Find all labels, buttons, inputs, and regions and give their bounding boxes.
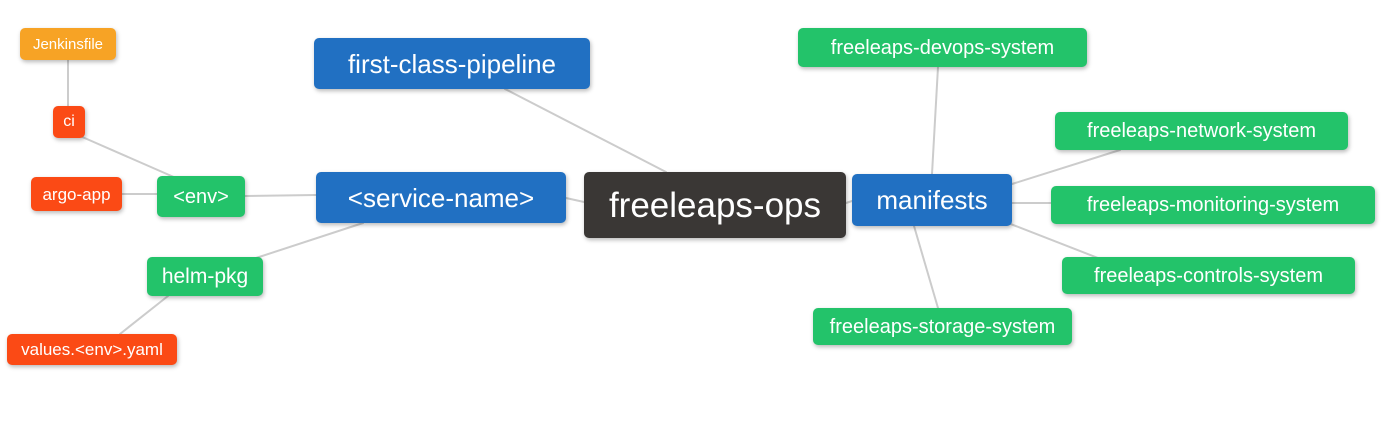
mindmap-node-manifests[interactable]: manifests — [852, 174, 1012, 226]
edge-service-name-freeleaps-ops — [565, 197, 585, 203]
mindmap-node-network-system[interactable]: freeleaps-network-system — [1055, 112, 1348, 150]
mindmap-node-freeleaps-ops[interactable]: freeleaps-ops — [584, 172, 846, 238]
edge-freeleaps-ops-manifests — [845, 200, 853, 204]
mindmap-node-devops-system[interactable]: freeleaps-devops-system — [798, 28, 1087, 67]
edge-manifests-devops-system — [931, 66, 939, 175]
mindmap-node-controls-system[interactable]: freeleaps-controls-system — [1062, 257, 1355, 294]
edge-ci-env — [79, 135, 177, 179]
mindmap-node-env[interactable]: <env> — [157, 176, 245, 217]
mindmap-node-helm-pkg[interactable]: helm-pkg — [147, 257, 263, 296]
mindmap-node-storage-system[interactable]: freeleaps-storage-system — [813, 308, 1072, 345]
mindmap-node-argo-app[interactable]: argo-app — [31, 177, 122, 211]
mindmap-node-ci[interactable]: ci — [53, 106, 85, 138]
mindmap-node-service-name[interactable]: <service-name> — [316, 172, 566, 223]
edge-helm-pkg-values-env-yaml — [119, 295, 169, 335]
edge-manifests-controls-system — [1007, 222, 1099, 259]
mindmap-node-values-env-yaml[interactable]: values.<env>.yaml — [7, 334, 177, 365]
edge-first-class-pipeline-freeleaps-ops — [504, 88, 667, 173]
mindmap-node-monitoring-system[interactable]: freeleaps-monitoring-system — [1051, 186, 1375, 224]
mindmap-node-jenkinsfile[interactable]: Jenkinsfile — [20, 28, 116, 60]
edge-service-name-helm-pkg — [255, 222, 364, 259]
edge-manifests-network-system — [1011, 149, 1121, 185]
mindmap-node-first-class-pipeline[interactable]: first-class-pipeline — [314, 38, 590, 89]
edge-manifests-storage-system — [913, 225, 939, 309]
edge-env-service-name — [244, 194, 317, 197]
